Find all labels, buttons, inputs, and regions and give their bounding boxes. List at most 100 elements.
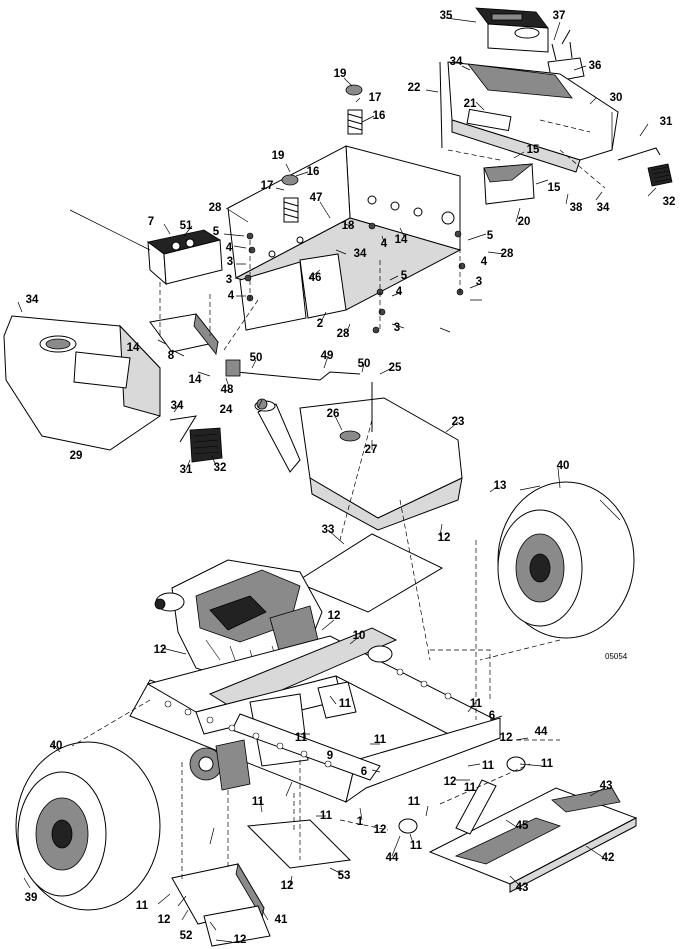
callout-6: 6 [361,766,367,778]
callout-12: 12 [154,644,167,656]
callout-44: 44 [386,852,399,864]
callout-11: 11 [408,796,421,808]
callout-45: 45 [516,820,529,832]
callout-37: 37 [553,10,566,22]
callout-32: 32 [214,462,227,474]
fuel-tank-assembly [225,359,463,531]
callout-3: 3 [227,256,233,268]
callout-43: 43 [600,780,613,792]
callout-34: 34 [597,202,610,214]
callout-34: 34 [450,56,463,68]
callout-11: 11 [339,698,352,710]
callout-16: 16 [307,166,320,178]
callout-12: 12 [500,732,513,744]
callout-17: 17 [369,92,382,104]
callout-34: 34 [26,294,39,306]
callout-53: 53 [338,870,351,882]
callout-6: 6 [489,710,495,722]
callout-15: 15 [548,182,561,194]
callout-22: 22 [408,82,421,94]
callout-19: 19 [272,150,285,162]
callout-15: 15 [527,144,540,156]
left-console-and-fender [3,209,223,463]
callout-11: 11 [252,796,265,808]
callout-25: 25 [389,362,402,374]
callout-14: 14 [395,234,408,246]
callout-26: 26 [327,408,340,420]
callout-11: 11 [136,900,149,912]
callout-28: 28 [501,248,514,260]
callout-40: 40 [557,460,570,472]
callout-41: 41 [275,914,288,926]
wheel-left [15,741,161,911]
callout-12: 12 [158,914,171,926]
callout-5: 5 [487,230,494,242]
callout-39: 39 [25,892,38,904]
callout-14: 14 [189,374,202,386]
callout-44: 44 [535,726,548,738]
callout-31: 31 [660,116,673,128]
callout-9: 9 [327,750,333,762]
callout-20: 20 [518,216,531,228]
callout-38: 38 [570,202,583,214]
callout-12: 12 [438,532,451,544]
callout-11: 11 [295,732,308,744]
callout-35: 35 [440,10,453,22]
callout-34: 34 [354,248,367,260]
callout-48: 48 [221,384,234,396]
callout-36: 36 [589,60,602,72]
figure-code: 05054 [605,652,628,661]
callout-12: 12 [374,824,387,836]
spring-16-upper [345,84,363,135]
callout-11: 11 [320,810,333,822]
callout-28: 28 [337,328,350,340]
callout-13: 13 [494,480,507,492]
callout-11: 11 [410,840,423,852]
callout-17: 17 [261,180,274,192]
callout-49: 49 [321,350,334,362]
callout-40: 40 [50,740,63,752]
callout-47: 47 [310,192,323,204]
lower-bracket-assembly [171,762,352,947]
callout-4: 4 [226,242,233,254]
callout-24: 24 [220,404,233,416]
callout-52: 52 [180,930,193,942]
callout-12: 12 [444,776,457,788]
callout-31: 31 [180,464,193,476]
callout-50: 50 [250,352,263,364]
callout-32: 32 [663,196,676,208]
callout-18: 18 [342,220,355,232]
callout-51: 51 [180,220,193,232]
callout-43: 43 [516,882,529,894]
callout-4: 4 [481,256,488,268]
callout-10: 10 [353,630,366,642]
callout-23: 23 [452,416,465,428]
callout-3: 3 [476,276,482,288]
callout-21: 21 [464,98,477,110]
chassis-frame [129,627,501,804]
callout-27: 27 [365,444,378,456]
callout-5: 5 [401,270,408,282]
callout-29: 29 [70,450,83,462]
callout-11: 11 [482,760,495,772]
callout-11: 11 [470,698,483,710]
callout-33: 33 [322,524,335,536]
foot-plate-assembly [398,756,638,893]
callout-1: 1 [357,816,364,828]
callout-42: 42 [602,852,615,864]
callout-12: 12 [328,610,341,622]
callout-8: 8 [168,350,175,362]
leader-lines [17,17,657,943]
wheel-right [497,481,635,639]
callout-labels: 35 37 34 36 19 17 22 21 30 16 31 15 19 1… [25,10,676,946]
callout-12: 12 [281,880,294,892]
callout-4: 4 [396,286,403,298]
callout-19: 19 [334,68,347,80]
main-frame-tower [227,84,466,334]
callout-4: 4 [381,238,388,250]
callout-46: 46 [309,272,322,284]
callout-16: 16 [373,110,386,122]
callout-30: 30 [610,92,623,104]
callout-50: 50 [358,358,371,370]
